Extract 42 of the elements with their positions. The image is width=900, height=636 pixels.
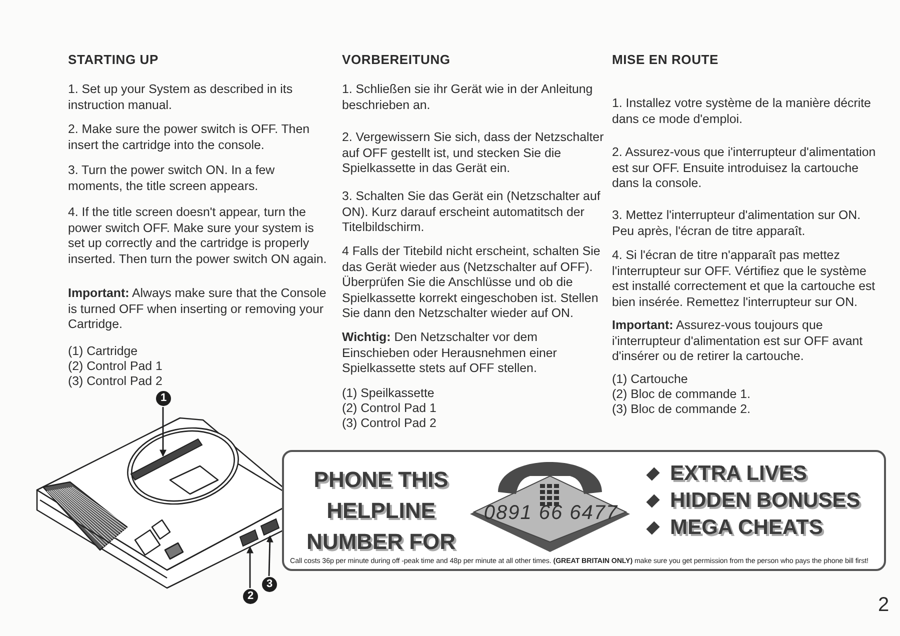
paragraph: 3. Mettez l'interrupteur d'alimentation sur ON. Peu après, l'écran de titre apparaît.: [612, 208, 862, 239]
bullet-item: HIDDEN BONUSES: [644, 489, 860, 513]
cartridge-slot: [130, 438, 203, 481]
paragraph: Important: Assurez-vous toujours que i'interrupteur d'alimentation est sur OFF avant d'insérer ou de retirer la cartouche.: [612, 318, 864, 364]
leader-line: [266, 535, 274, 576]
paragraph: 1. Set up your System as described in its instruction manual.: [68, 82, 294, 113]
list-item: (1) Cartouche: [612, 372, 689, 388]
paragraph: 4. Si l'écran de titre n'apparaît pas mettez l'interrupteur sur OFF. Vértifiez que le système est installé correctement et que la cartouche est bien insérée. Remettez l'interrupteur sur ON.: [612, 248, 876, 310]
list-item: (2) Control Pad 1: [68, 359, 164, 374]
paragraph: 3. Schalten Sie das Gerät ein (Netzschalter auf ON). Kurz darauf erscheint automatitsch der Titelbildschirm.: [342, 189, 602, 236]
callout-number: 2: [243, 589, 258, 604]
section-heading: STARTING UP: [68, 52, 160, 68]
list-item: (1) Cartridge: [68, 344, 139, 360]
list-item: (1) Speilkassette: [342, 386, 436, 402]
paragraph: Important: Always make sure that the Console is turned OFF when inserting or removing your Cartridge.: [68, 286, 328, 332]
leader-line: [160, 407, 166, 457]
list-item: (3) Control Pad 2: [342, 416, 438, 432]
list-item: (3) Control Pad 2: [68, 374, 164, 390]
paragraph: 4. If the title screen doesn't appear, turn the power switch OFF. Make sure your system is set up correctly and the cartridge is properly inserted. Then turn the power switch ON again.: [68, 205, 328, 267]
phone-number: 0891 66 6477: [482, 502, 620, 525]
paragraph: 1. Installez votre système de la manière décrite dans ce mode d'emploi.: [612, 96, 872, 127]
list-item: (2) Control Pad 1: [342, 401, 438, 416]
bullet-item: MEGA CHEATS: [644, 516, 823, 540]
controller-port: [260, 518, 280, 536]
leader-line: [246, 546, 254, 588]
paragraph: Wichtig: Den Netzschalter vor dem Einschieben oder Herausnehmen einer Spielkassette stets auf OFF stellen.: [342, 330, 558, 376]
paragraph: 3. Turn the power switch ON. In a few moments, the title screen appears.: [68, 163, 276, 194]
callout-number: 1: [156, 391, 171, 406]
list-item: (2) Bloc de commande 1.: [612, 387, 752, 402]
bullet-item: EXTRA LIVES: [644, 462, 807, 486]
helpline-heading: PHONE THIS HELPLINE NUMBER FOR: [306, 466, 456, 556]
paragraph: 2. Assurez-vous que i'interrupteur d'alimentation est sur OFF. Ensuite introduisez la cartouche dans la console.: [612, 145, 877, 192]
callout-number: 3: [262, 577, 277, 592]
controller-port: [239, 529, 259, 547]
page-number: 2: [878, 594, 890, 616]
section-heading: VORBEREITUNG: [342, 52, 452, 68]
list-item: (3) Bloc de commande 2.: [612, 402, 752, 418]
paragraph: 2. Vergewissern Sie sich, dass der Netzschalter auf OFF gestellt ist, und stecken Sie die Spielkassette in das Gerät ein.: [342, 130, 604, 176]
paragraph: 1. Schließen sie ihr Gerät wie in der Anleitung beschrieben an.: [342, 82, 594, 113]
paragraph: 4 Falls der Titebild nicht erscheint, schalten Sie das Gerät wieder aus (Netzschalter auf OFF). Überprüfen Sie die Anschlüsse und ob die Spielkassette korrekt eingeschoben ist. Stellen Sie dann den Netzschalter wieder auf ON.: [342, 244, 602, 322]
paragraph: 2. Make sure the power switch is OFF. Then insert the cartridge into the console.: [68, 122, 310, 153]
section-heading: MISE EN ROUTE: [612, 52, 720, 68]
